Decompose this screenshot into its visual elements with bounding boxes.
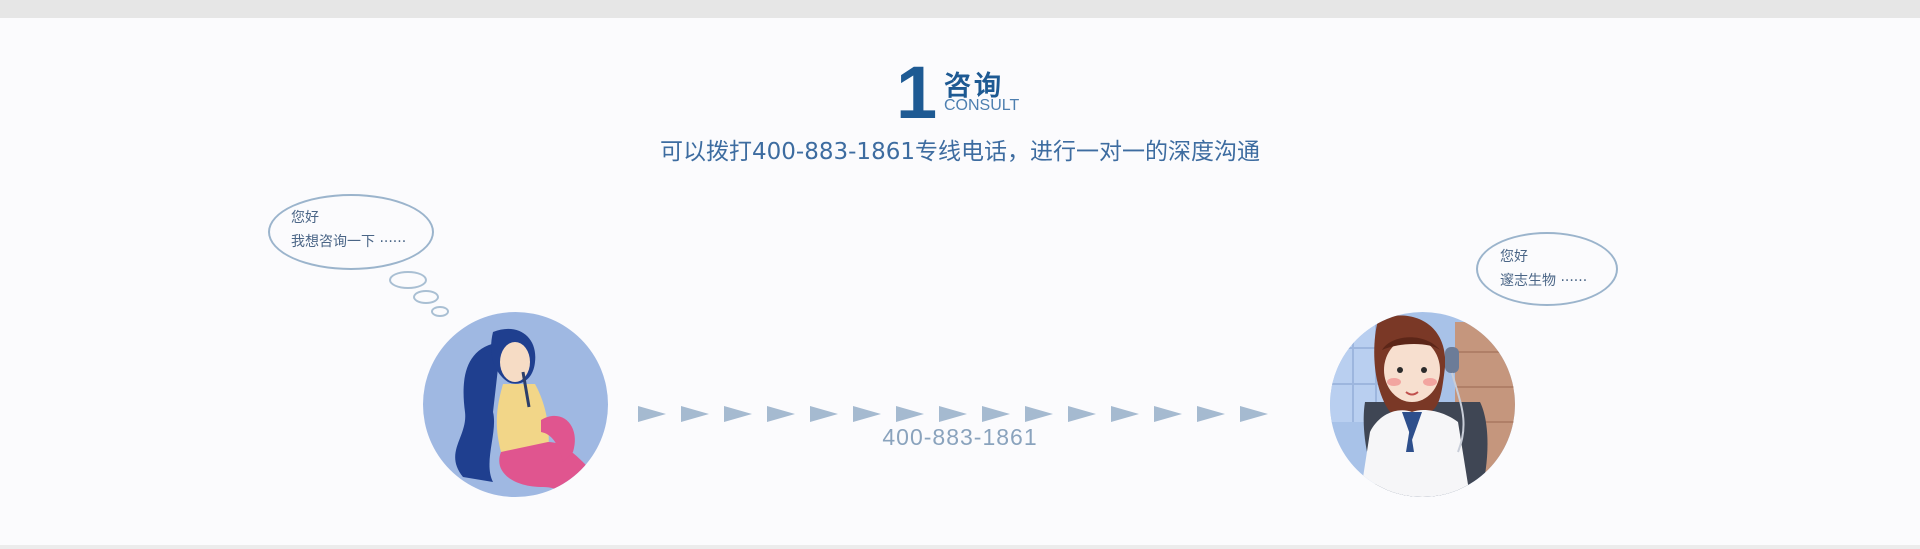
arrow-icon: [1068, 406, 1096, 422]
step-number: 1: [896, 51, 938, 134]
left-thought-bubble: [268, 194, 434, 270]
arrow-icon: [1240, 406, 1268, 422]
thought-dot-medium: [413, 290, 439, 304]
top-bar: [0, 0, 1920, 18]
right-speech-bubble: [1476, 232, 1618, 306]
arrow-icon: [1197, 406, 1225, 422]
arrow-icon: [681, 406, 709, 422]
arrow-icon: [638, 406, 666, 422]
arrow-icon: [1111, 406, 1139, 422]
arrow-icon: [1025, 406, 1053, 422]
left-bubble-line2: 我想咨询一下 ······: [291, 234, 407, 250]
thought-dot-small: [431, 306, 449, 317]
arrow-icon: [767, 406, 795, 422]
arrow-icon: [982, 406, 1010, 422]
arrow-icon: [896, 406, 924, 422]
left-bubble-line1: 您好: [291, 210, 319, 226]
arrow-icon: [1154, 406, 1182, 422]
thought-dot-large: [389, 271, 427, 289]
phone-number: 400-883-1861: [882, 424, 1038, 450]
arrow-icon: [853, 406, 881, 422]
step-subtitle: CONSULT: [944, 97, 1020, 114]
right-bubble-line1: 您好: [1500, 249, 1528, 265]
arrow-icon: [939, 406, 967, 422]
arrow-row: [638, 406, 1278, 426]
arrow-icon: [810, 406, 838, 422]
customer-illustration: [423, 312, 608, 497]
bottom-bar: [0, 545, 1920, 549]
arrow-icon: [724, 406, 752, 422]
step-description: 可以拨打400-883-1861专线电话，进行一对一的深度沟通: [660, 139, 1260, 165]
step-title: 咨询: [944, 71, 1004, 102]
right-bubble-line2: 邃志生物 ······: [1500, 273, 1588, 289]
service-agent-illustration: [1330, 312, 1515, 497]
